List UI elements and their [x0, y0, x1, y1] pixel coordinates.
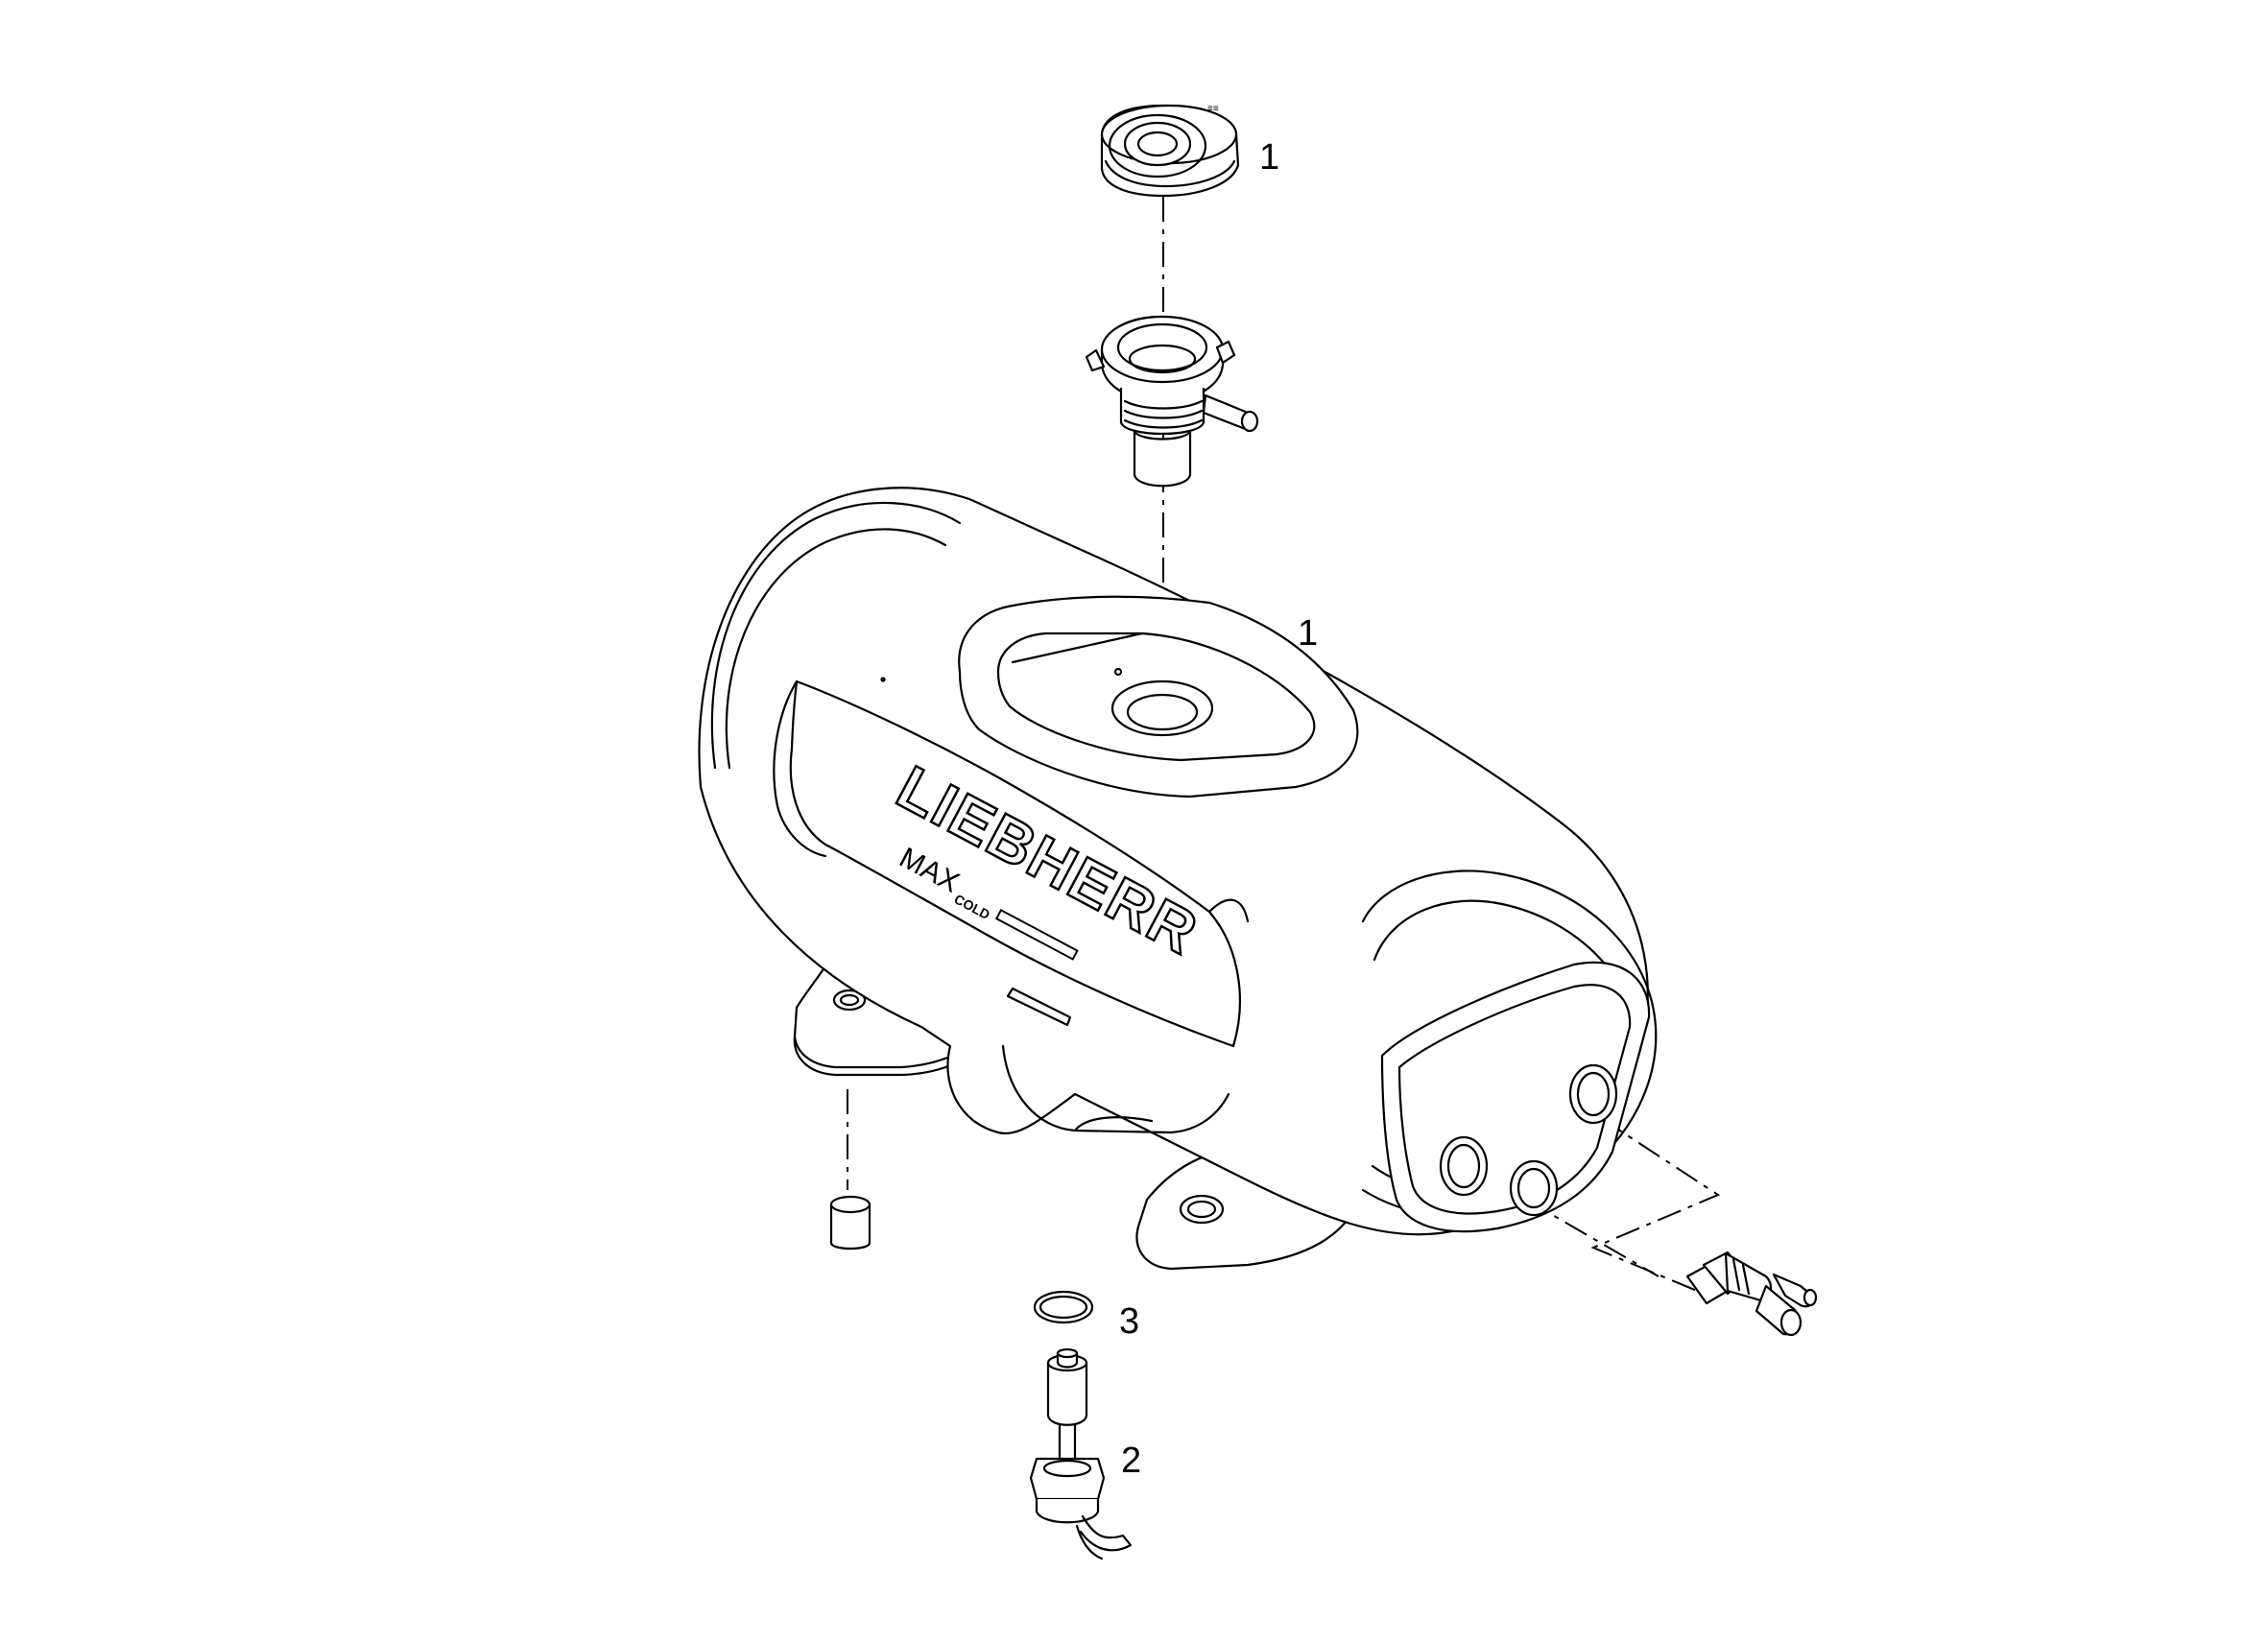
model-bar	[994, 908, 1079, 961]
o-ring	[1033, 1290, 1094, 1324]
radiator-cap: ≡≡	[1100, 104, 1240, 198]
cap-marking-icon: ≡≡	[1207, 104, 1219, 114]
temperature-sensor	[1685, 1251, 1818, 1337]
callout-labels: 1 1 3 2	[1119, 137, 1318, 1481]
filler-neck	[1085, 315, 1259, 488]
callout-oring: 3	[1119, 1301, 1139, 1342]
callout-float-switch: 2	[1121, 1441, 1141, 1481]
callout-cap: 1	[1259, 137, 1279, 178]
level-float-switch	[1029, 1347, 1133, 1561]
expansion-tank: LIEBHERR MAX COLD	[698, 487, 1658, 1271]
callout-tank: 1	[1298, 613, 1318, 654]
rubber-bushing	[829, 1195, 871, 1251]
